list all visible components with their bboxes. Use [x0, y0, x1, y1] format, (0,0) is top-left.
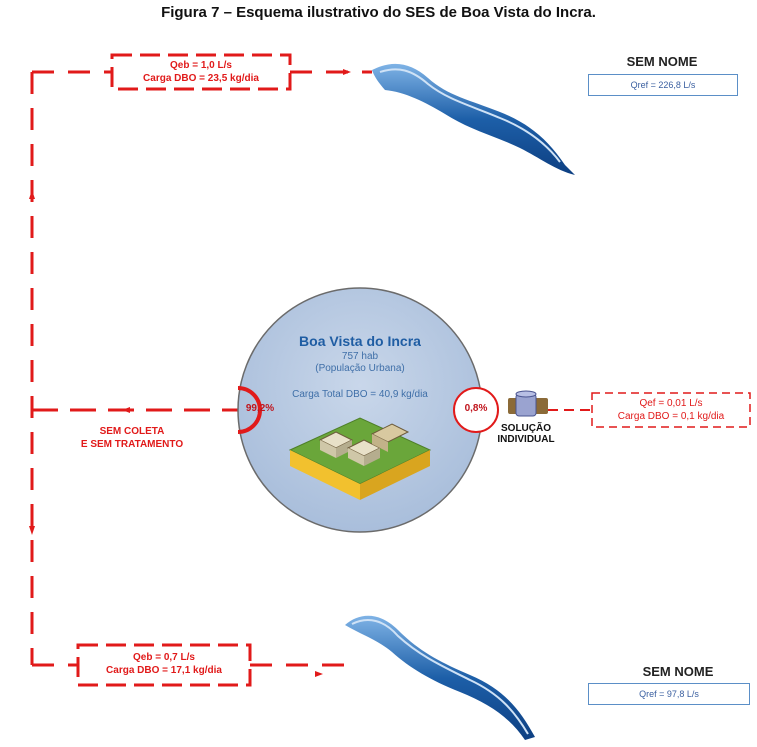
- figure-title: Figura 7 – Esquema ilustrativo do SES de…: [161, 4, 596, 21]
- individual-percent: 0,8%: [464, 403, 488, 414]
- bottom-river-qref: Qref = 97,8 L/s: [588, 683, 750, 705]
- top-flow-load: Carga DBO = 23,5 kg/dia: [143, 73, 259, 84]
- septic-tank-icon: [508, 390, 548, 417]
- individual-ring: [453, 387, 499, 433]
- bottom-river: [345, 615, 535, 740]
- individual-load: Carga DBO = 0,1 kg/dia: [617, 411, 725, 422]
- bottom-flow-box: [76, 643, 252, 687]
- top-flow-text: Qeb = 1,0 L/s Carga DBO = 23,5 kg/dia: [112, 59, 290, 85]
- middle-flow-arrow: [122, 407, 130, 413]
- up-arrow: [29, 190, 35, 199]
- no-collection-label: SEM COLETA E SEM TRATAMENTO: [62, 425, 202, 451]
- city-population: 757 hab: [341, 351, 379, 362]
- top-river-name: SEM NOME: [626, 54, 698, 69]
- no-collection-arc: [237, 386, 262, 434]
- individual-flow-text: Qef = 0,01 L/s Carga DBO = 0,1 kg/dia: [592, 397, 750, 423]
- city-name: Boa Vista do Incra: [299, 333, 421, 349]
- bottom-flow-arrow: [315, 671, 323, 677]
- no-collection-label-line1: SEM COLETA: [99, 426, 165, 437]
- top-river-qref: Qref = 226,8 L/s: [588, 74, 738, 96]
- bottom-flow-text: Qeb = 0,7 L/s Carga DBO = 17,1 kg/dia: [78, 651, 250, 677]
- individual-label: SOLUÇÃO INDIVIDUAL: [490, 423, 562, 445]
- bottom-flow-qeb: Qeb = 0,7 L/s: [133, 652, 195, 663]
- no-collection-percent: 99,2%: [245, 403, 275, 414]
- top-river-highlight: [379, 68, 561, 163]
- top-river: [372, 63, 575, 175]
- individual-qef: Qef = 0,01 L/s: [639, 398, 703, 409]
- individual-flow-box: [591, 392, 751, 428]
- top-flow-qeb: Qeb = 1,0 L/s: [170, 60, 232, 71]
- bottom-river-name: SEM NOME: [642, 664, 714, 679]
- city-load-total: Carga Total DBO = 40,9 kg/dia: [292, 389, 428, 400]
- individual-label-line1: SOLUÇÃO: [501, 423, 551, 434]
- top-flow-arrow: [343, 69, 351, 75]
- no-collection-label-line2: E SEM TRATAMENTO: [80, 439, 184, 450]
- bottom-river-highlight: [351, 619, 529, 735]
- landscape-icon: [288, 417, 432, 500]
- individual-label-line2: INDIVIDUAL: [497, 434, 555, 445]
- bottom-flow-load: Carga DBO = 17,1 kg/dia: [106, 665, 222, 676]
- top-flow-box: [110, 53, 292, 91]
- city-population-type: (População Urbana): [315, 363, 405, 374]
- down-arrow: [29, 526, 35, 535]
